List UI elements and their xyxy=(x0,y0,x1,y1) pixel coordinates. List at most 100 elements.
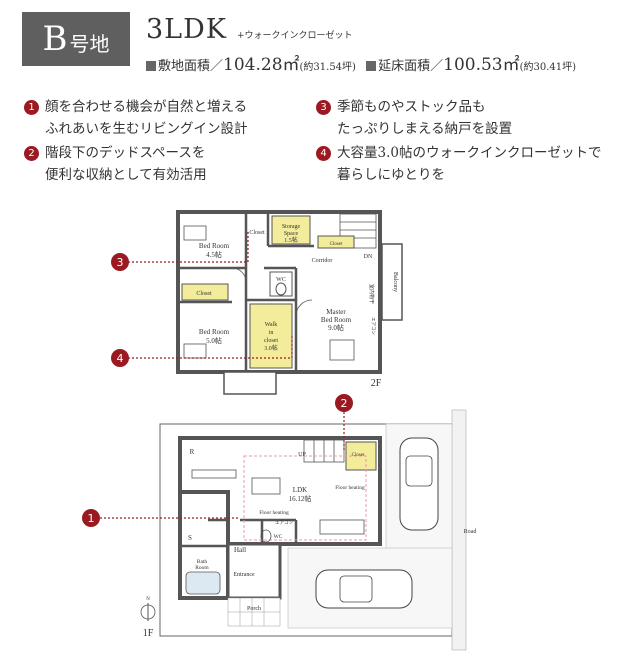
hall-label: Hall xyxy=(234,546,246,554)
bath-label-2: Room xyxy=(195,565,209,571)
feature-text: 季節ものやストック品も xyxy=(337,99,486,115)
callouts xyxy=(100,232,345,519)
closet-top-area xyxy=(317,235,355,249)
callout-4-line xyxy=(128,336,293,359)
dining-table xyxy=(251,477,281,495)
master-label: Master xyxy=(326,308,346,316)
walk-in-closet-area xyxy=(249,303,293,369)
bedroom-2-label: Bed Room xyxy=(199,328,230,336)
kitchen-counter xyxy=(191,469,237,479)
door-swing xyxy=(231,267,247,283)
wc-room xyxy=(269,271,293,297)
area-line: 敷地面積／104.28㎡(約31.54坪) 延床面積／100.53㎡(約30.4… xyxy=(146,50,576,75)
storage-label-2: Space xyxy=(284,231,299,237)
up-label: UP xyxy=(298,452,306,458)
car-icon xyxy=(399,437,439,531)
site-area-value: 104.28㎡ xyxy=(223,55,300,75)
door-swing xyxy=(295,299,313,317)
storage-space xyxy=(271,215,311,245)
unit-badge: B 号地 xyxy=(22,12,130,66)
stair-void xyxy=(223,371,277,395)
callout-2-text: 2 xyxy=(341,397,348,410)
bed-icon xyxy=(329,339,355,361)
callout-3-text: 3 xyxy=(117,256,124,269)
feature-text: ふれあいを生むリビングイン設計 xyxy=(45,121,248,137)
wc-label: WC xyxy=(276,277,286,283)
floor-plan-2f xyxy=(176,210,403,395)
callout-markers: 3 4 2 1 xyxy=(82,253,353,527)
labels-2f: Bed Room 4.5帖 Closet Storage Space 1.5帖 … xyxy=(196,224,398,389)
floor-area-label: 延床面積 xyxy=(378,59,431,74)
master-size: 9.0帖 xyxy=(328,323,344,332)
feature-number: 1 xyxy=(24,100,39,115)
road-label: Road xyxy=(464,529,477,535)
site-area-tsubo: (約31.54坪) xyxy=(299,62,356,73)
bedroom-2-size: 5.0帖 xyxy=(206,336,222,345)
car-window xyxy=(339,575,373,603)
toilet-icon xyxy=(275,282,287,296)
r-label: R xyxy=(190,448,195,456)
floor-area-value: 100.53㎡ xyxy=(443,55,520,75)
stairs-2f xyxy=(339,213,377,249)
square-icon xyxy=(146,61,156,71)
callout-1-marker xyxy=(82,509,100,527)
site-plan-1f xyxy=(140,409,467,651)
closet-top-label: Closet xyxy=(330,242,343,247)
feature-number: 2 xyxy=(24,146,39,161)
feature-text: 顔を合わせる機会が自然と増える xyxy=(45,99,248,115)
bedroom-1-size: 4.5帖 xyxy=(206,250,222,259)
walk-in-label-2: in xyxy=(269,330,274,336)
walk-in-size: 3.0帖 xyxy=(264,344,278,352)
feature-2: 2 階段下のデッドスペースを 便利な収納として有効活用 xyxy=(24,142,207,186)
site-area-label: 敷地面積 xyxy=(158,59,211,74)
porch-tiles xyxy=(227,597,281,627)
car-window xyxy=(405,455,433,487)
unit-letter: B xyxy=(42,19,68,59)
closet-1f-label: Closet xyxy=(352,453,365,458)
indoor-dry-label: 室内物干 xyxy=(368,284,375,304)
square-icon xyxy=(366,61,377,71)
sofa-icon xyxy=(319,519,365,535)
plan-note: +ウォークインクローゼット xyxy=(236,31,353,41)
callout-4-text: 4 xyxy=(117,352,124,365)
floor-heating-zone xyxy=(243,455,367,541)
floor-heating-label-b: Floor heating xyxy=(259,510,289,516)
toilet-icon xyxy=(260,529,272,543)
bath-label: Bath xyxy=(197,559,208,565)
aircon-1f-label: エアコン xyxy=(275,520,293,526)
balcony xyxy=(381,243,403,321)
entrance-block xyxy=(226,542,282,600)
callout-3-marker xyxy=(111,253,129,271)
master-label-2: Bed Room xyxy=(321,316,352,324)
callout-3-line xyxy=(128,232,249,263)
labels-1f: R UP Closet LDK 16.12帖 Floor heating Flo… xyxy=(143,448,477,639)
stairs-1f xyxy=(303,439,345,463)
bed-icon xyxy=(183,225,207,241)
walk-in-label: Walk xyxy=(265,322,278,328)
feature-text: 暮らしにゆとりを xyxy=(337,167,445,183)
storage-size: 1.5帖 xyxy=(284,236,298,244)
unit-suffix: 号地 xyxy=(69,31,110,56)
plan-type: 3LDK xyxy=(146,14,227,45)
corridor-label: Corridor xyxy=(312,258,333,264)
feature-1: 1 顔を合わせる機会が自然と増える ふれあいを生むリビングイン設計 xyxy=(24,96,248,140)
bed-icon xyxy=(183,343,207,359)
ldk-label: LDK xyxy=(293,486,307,494)
wc-1f-label: WC xyxy=(274,534,283,540)
feature-text: 大容量3.0帖のウォークインクローゼットで xyxy=(337,145,602,161)
closet-area-2f xyxy=(181,283,229,301)
ldk-size: 16.12帖 xyxy=(289,494,312,503)
callout-1-text: 1 xyxy=(88,512,95,525)
floor-2f-label: 2F xyxy=(371,378,382,389)
closet-2-label: Closet xyxy=(196,291,212,297)
porch-label: Porch xyxy=(247,606,261,612)
floor-heating-label-a: Floor heating xyxy=(335,485,365,491)
bathtub-icon xyxy=(185,571,221,595)
feature-text: 階段下のデッドスペースを xyxy=(45,145,206,161)
aircon-label: エアコン xyxy=(370,317,376,335)
bedroom-1-label: Bed Room xyxy=(199,242,230,250)
feature-text: 便利な収納として有効活用 xyxy=(45,167,207,183)
dn-label: DN xyxy=(364,254,373,260)
